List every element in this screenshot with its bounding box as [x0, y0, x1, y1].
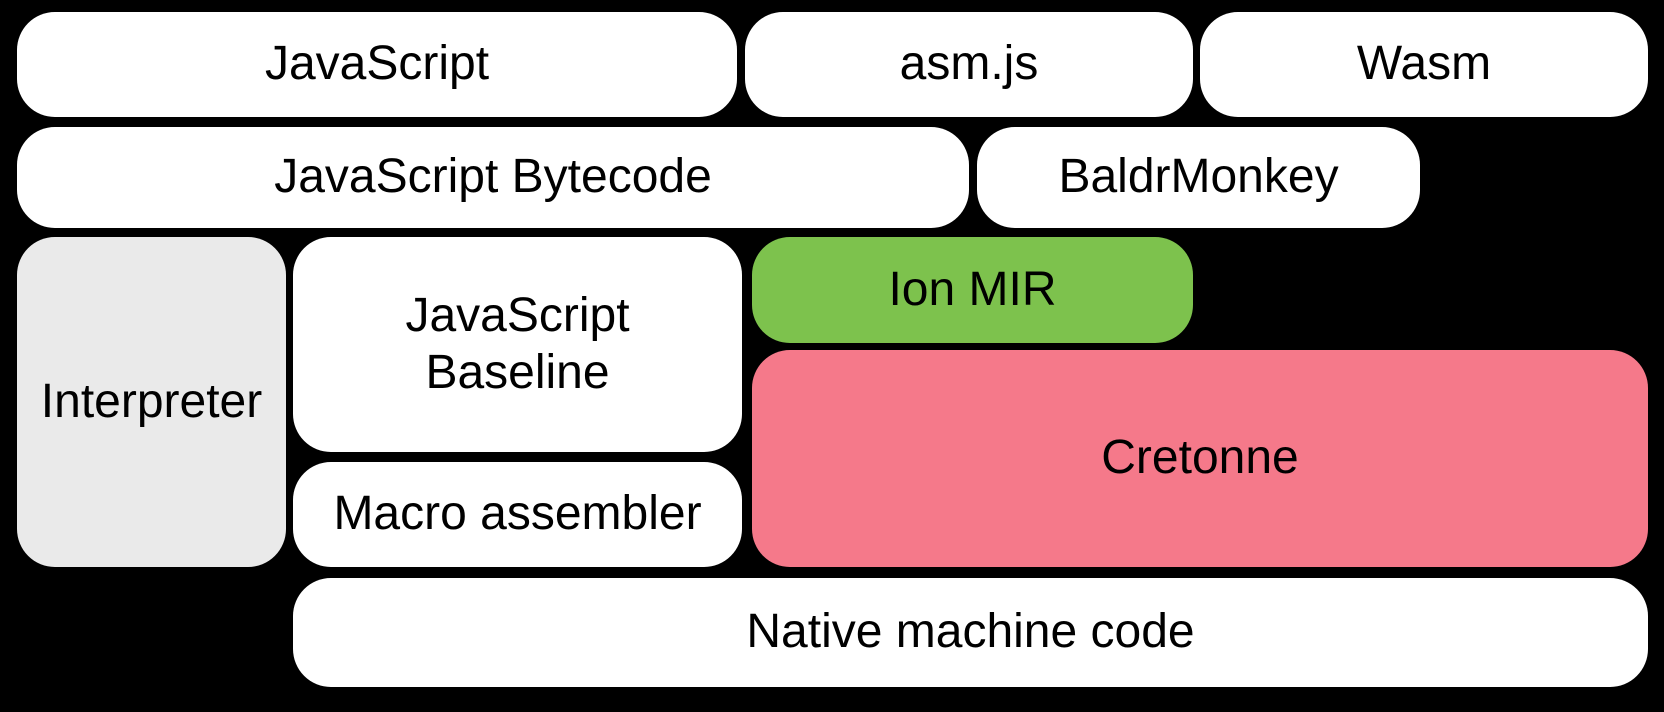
box-wasm-label: Wasm [1356, 37, 1492, 91]
box-baldrmonkey: BaldrMonkey [977, 127, 1420, 228]
box-asmjs-label: asm.js [899, 37, 1039, 91]
box-asmjs: asm.js [745, 12, 1193, 117]
box-javascript-baseline-label: JavaScript Baseline [405, 288, 630, 399]
box-macro-assembler-label: Macro assembler [333, 487, 702, 541]
box-interpreter-label: Interpreter [40, 374, 263, 428]
box-interpreter: Interpreter [17, 237, 286, 567]
box-javascript-bytecode-label: JavaScript Bytecode [274, 150, 712, 204]
box-wasm: Wasm [1200, 12, 1648, 117]
box-ion-mir-label: Ion MIR [888, 262, 1057, 316]
box-javascript: JavaScript [17, 12, 737, 117]
box-macro-assembler: Macro assembler [293, 462, 742, 567]
box-javascript-bytecode: JavaScript Bytecode [17, 127, 969, 228]
box-native-machine-code-label: Native machine code [746, 605, 1195, 659]
box-baldrmonkey-label: BaldrMonkey [1058, 150, 1339, 204]
box-cretonne-label: Cretonne [1101, 431, 1299, 485]
box-ion-mir: Ion MIR [752, 237, 1193, 343]
box-javascript-baseline: JavaScript Baseline [293, 237, 742, 452]
box-cretonne: Cretonne [752, 350, 1648, 567]
box-native-machine-code: Native machine code [293, 578, 1648, 687]
box-javascript-label: JavaScript [264, 37, 490, 91]
